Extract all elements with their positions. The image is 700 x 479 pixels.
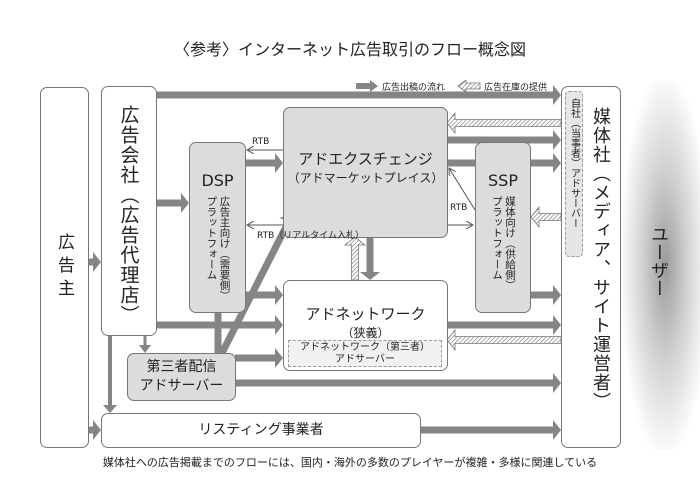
ad-flow-arrow — [214, 312, 222, 353]
inventory-arrow-icon — [457, 80, 481, 92]
user-label: ユーザー — [648, 225, 669, 297]
listing-box: リスティング事業者 — [101, 413, 421, 448]
ad-network-sub: （狭義） — [341, 326, 390, 340]
ad-flow-arrow — [447, 315, 561, 335]
publisher-label: 媒体社（メディア、サイト運営者） — [590, 107, 611, 411]
ad-exchange-name: アドエクスチェンジ — [298, 150, 433, 168]
ad-flow-arrow — [235, 348, 283, 368]
adnetwork-inner-line1: アドネットワーク（第三者） — [300, 342, 430, 353]
ad-flow-arrow — [156, 193, 189, 213]
ad-flow-arrow-icon — [356, 80, 378, 92]
third-party-adnetwork-box: アドネットワーク（第三者） アドサーバー — [288, 340, 442, 367]
rtb-label-2: RTB — [450, 203, 468, 213]
ad-flow-arrow — [218, 215, 298, 355]
rtb-line-ssp-exchange — [449, 168, 476, 211]
advertiser-box: 広告主 — [40, 87, 89, 448]
ad-network-name: アドネットワーク — [305, 305, 426, 323]
ad-flow-arrow — [103, 336, 117, 413]
publisher-box: 自社（当事者）アドサーバー 媒体社（メディア、サイト運営者） — [561, 86, 621, 448]
dsp-name: DSP — [201, 171, 234, 190]
ad-flow-arrow — [360, 237, 380, 280]
footer-note: 媒体社への広告掲載までのフローには、国内・海外の多数のプレイヤーが複雑・多様に関… — [102, 456, 598, 469]
agency-box: 広告会社（広告代理店） — [101, 86, 157, 336]
inventory-arrow — [343, 236, 367, 281]
inventory-arrow — [446, 111, 562, 135]
ad-exchange-box: アドエクスチェンジ （アドマーケットプレイス） — [283, 107, 448, 238]
ad-exchange-sub: （アドマーケットプレイス） — [287, 171, 444, 185]
dsp-desc1: 広告主向け（需要側） — [218, 196, 231, 301]
ad-flow-arrow — [245, 285, 283, 305]
ssp-desc2: プラットフォーム — [491, 196, 503, 280]
ssp-box: SSP 媒体向け（供給側） プラットフォーム — [475, 142, 531, 313]
listing-label: リスティング事業者 — [198, 422, 324, 438]
inventory-arrow — [530, 205, 562, 229]
ad-flow-arrow — [156, 85, 561, 105]
inventory-arrow — [446, 328, 562, 352]
advertiser-label: 広告主 — [54, 233, 74, 302]
ssp-desc1: 媒体向け（供給側） — [504, 196, 516, 291]
rtb-label-3: RTB（リアルタイム入札） — [257, 231, 365, 241]
ad-flow-arrow — [530, 285, 561, 305]
third-party-line2: アドサーバー — [139, 378, 224, 394]
dsp-desc2: プラットフォーム — [205, 196, 218, 280]
third-party-line1: 第三者配信 — [146, 359, 217, 375]
ad-flow-arrow — [447, 130, 561, 150]
legend-ad-flow: 広告出稿の流れ — [382, 83, 446, 93]
own-adserver-label: 自社（当事者）アドサーバー — [568, 98, 580, 228]
ad-flow-arrow — [139, 336, 151, 353]
rtb-label-1: RTB — [252, 137, 270, 147]
adnetwork-inner-line2: アドサーバー — [335, 354, 395, 365]
user-gradient — [622, 80, 700, 450]
ad-flow-arrow — [420, 420, 561, 440]
third-party-adserver-box: 第三者配信 アドサーバー — [127, 353, 236, 401]
dsp-box: DSP 広告主向け（需要側） プラットフォーム — [189, 142, 246, 313]
legend-inventory: 広告在庫の提供 — [484, 83, 548, 93]
ad-flow-arrow — [235, 373, 561, 393]
agency-label: 広告会社（広告代理店） — [117, 105, 140, 325]
own-adserver-box: 自社（当事者）アドサーバー — [565, 91, 583, 257]
ad-flow-arrow — [245, 153, 283, 173]
ad-flow-arrow — [88, 252, 101, 272]
ad-network-box: アドネットワーク （狭義） アドネットワーク（第三者） アドサーバー — [283, 280, 448, 371]
ssp-name: SSP — [488, 171, 518, 190]
page-title: 〈参考〉インターネット広告取引のフロー概念図 — [173, 40, 526, 59]
